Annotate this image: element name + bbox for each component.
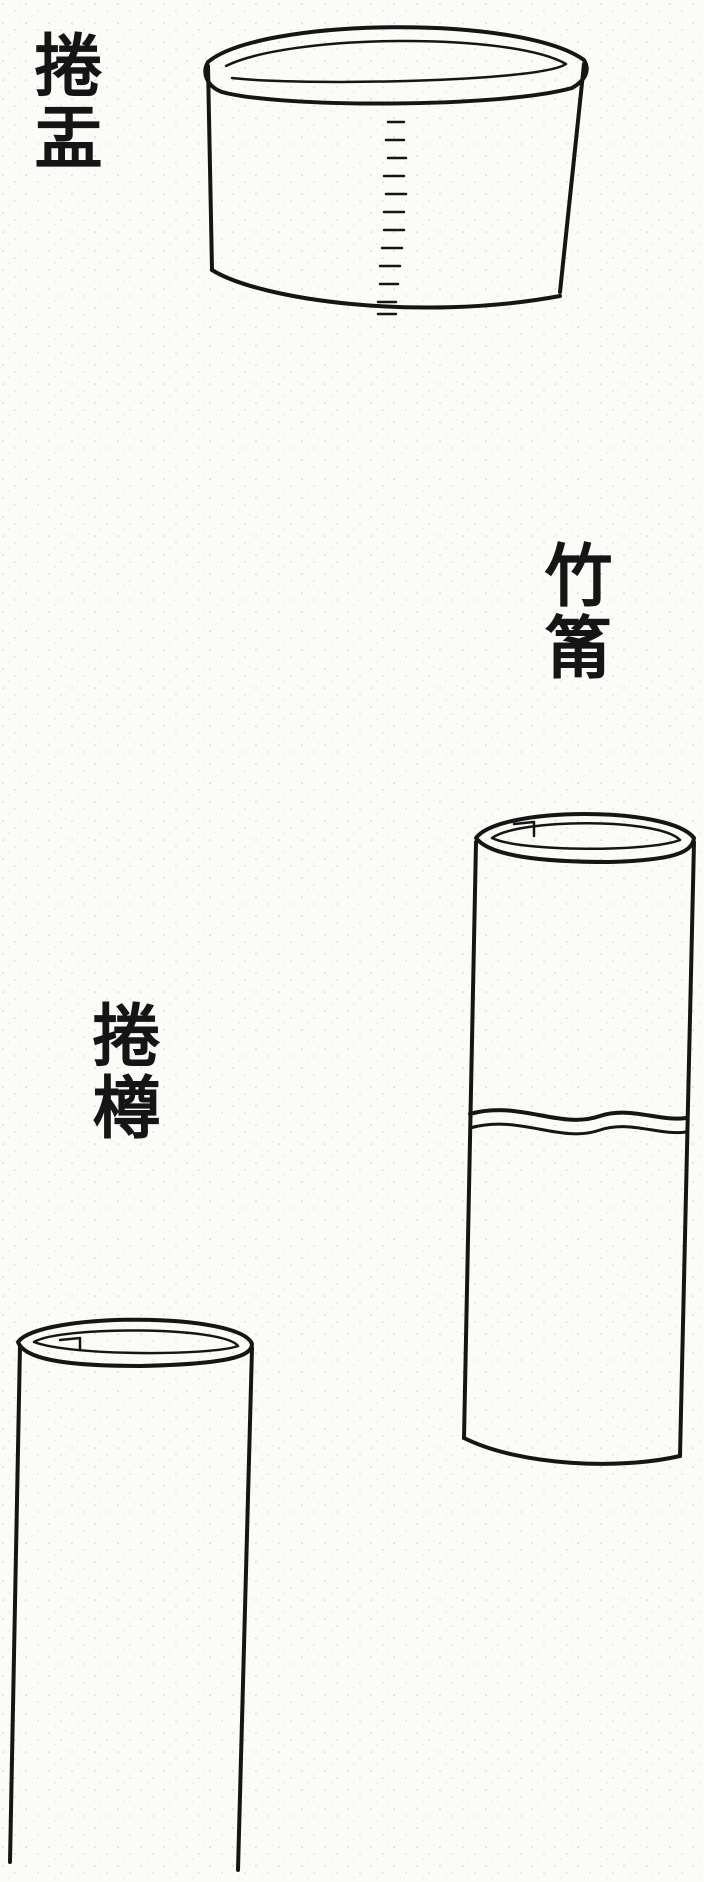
rolled-cup-drawing — [8, 1317, 254, 1872]
bamboo-tube-label: 竹筩 — [532, 540, 612, 684]
bamboo-tube-drawing — [462, 812, 696, 1466]
rolled-bowl-drawing — [203, 25, 589, 316]
rolled-bowl-label: 捲盂 — [22, 30, 102, 174]
rolled-cup-label: 捲樽 — [80, 1000, 160, 1144]
measure-ticks — [376, 120, 408, 316]
